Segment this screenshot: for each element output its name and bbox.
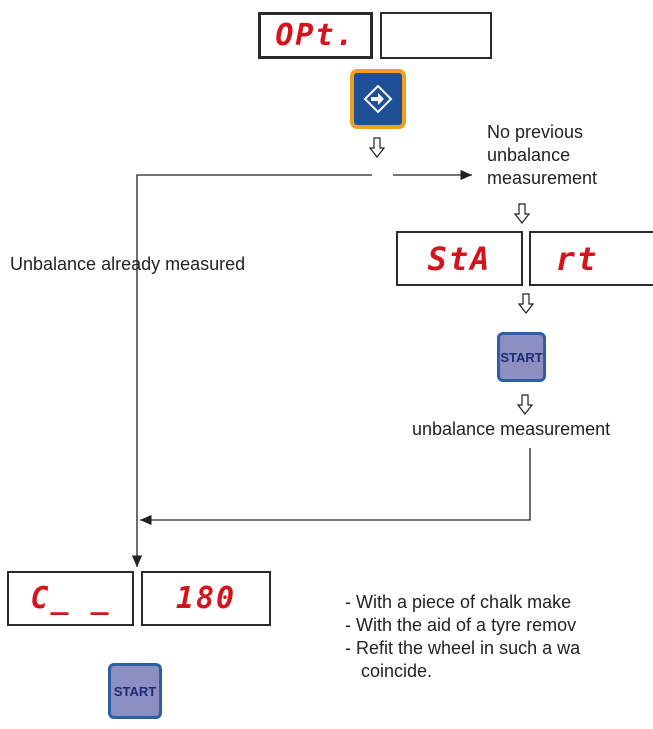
display-text: rt [555,239,599,278]
no-previous-label-line3: measurement [487,168,598,188]
display-text: C_ _ [30,581,111,616]
return-line [140,448,531,526]
display-right-rt: rt [529,231,653,286]
no-previous-label-line1: No previous [487,122,584,142]
down-arrow-icon [369,137,385,158]
unbalance-measurement-label: unbalance measurement [412,419,611,439]
already-measured-label: Unbalance already measured [10,254,246,274]
down-arrow-icon [517,394,533,415]
start-button-label: START [500,349,543,365]
start-button-label: START [113,683,157,699]
down-arrow-icon [518,293,534,314]
display-text: OPt. [275,18,356,53]
display-right-180: 180 [141,571,271,626]
no-previous-label-line2: unbalance [487,145,571,165]
instruction-line: coincide. [361,661,433,681]
display-left-sta: StA [396,231,523,286]
branch-line-left [131,174,372,567]
display-text: StA [427,239,492,278]
instruction-line: - With a piece of chalk make [345,592,572,612]
display-text: 180 [175,581,237,616]
instruction-line: - With the aid of a tyre remov [345,615,577,635]
display-right-blank [380,12,492,59]
display-left-opt: OPt. [258,12,373,59]
display-left-c: C_ _ [7,571,134,626]
start-button[interactable]: START [497,332,546,382]
enter-button[interactable] [350,69,406,129]
enter-arrow-icon [363,84,393,114]
instruction-line: - Refit the wheel in such a wa [345,638,581,658]
bottom-start-button[interactable]: START [108,663,162,719]
down-arrow-icon [514,203,530,224]
